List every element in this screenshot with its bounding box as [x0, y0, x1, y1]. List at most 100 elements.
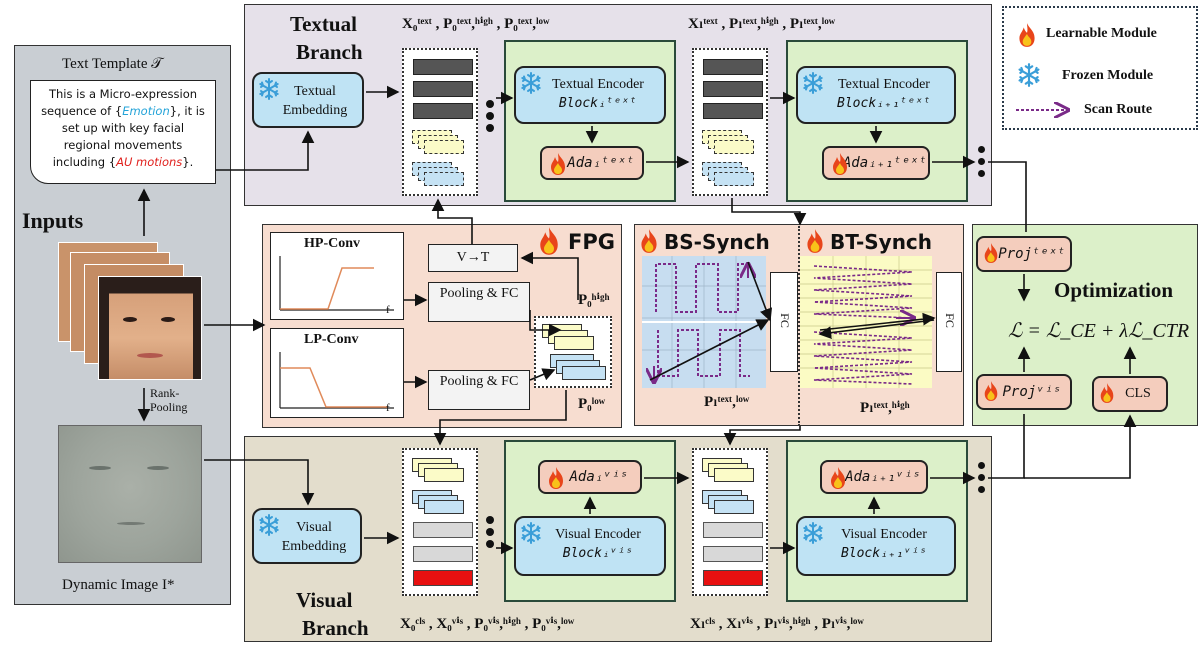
ellipsis-dots	[486, 100, 494, 134]
textual-block-i1-label: Blockᵢ₊₁ᵗᵉˣᵗ	[837, 96, 931, 111]
bs-p-text-low: Pₗᵗᵉˣᵗ,ˡᵒʷ	[704, 394, 750, 410]
snowflake-icon	[1016, 62, 1042, 88]
proj-text-box[interactable]: Projᵗᵉˣᵗ	[976, 236, 1072, 272]
face-eye-left	[123, 317, 137, 322]
pooling-fc-1-label: Pooling & FC	[439, 286, 519, 301]
lp-conv-label: LP-Conv	[304, 332, 359, 347]
prompt-high-stack	[412, 458, 472, 488]
prompt-low-stack	[702, 490, 762, 520]
textual-ada-i1[interactable]: Adaᵢ₊₁ᵗᵉˣᵗ	[822, 146, 930, 180]
visual-ada-i1-label: Adaᵢ₊₁ᵛⁱˢ	[845, 469, 921, 485]
snowflake-icon	[257, 77, 281, 101]
snowflake-icon	[519, 71, 543, 95]
legend-box	[1002, 6, 1198, 130]
visual-xl-label: Xₗᶜˡˢ , Xₗᵛⁱˢ , Pₗᵛⁱˢ,ʰⁱᵍʰ , Pₗᵛⁱˢ,ˡᵒʷ	[690, 616, 864, 632]
flame-icon	[982, 242, 1000, 264]
visual-embedding[interactable]: Visual Embedding	[252, 508, 362, 564]
template-emotion: Emotion	[122, 104, 170, 118]
dynamic-eye-right	[147, 466, 169, 470]
textual-ada-i1-label: Adaᵢ₊₁ᵗᵉˣᵗ	[842, 155, 928, 171]
text-token-bar	[413, 59, 473, 75]
legend-frozen: Frozen Module	[1062, 68, 1154, 83]
text-token-bar	[703, 81, 763, 97]
face-stack	[58, 242, 208, 387]
fc-right[interactable]: FC	[936, 272, 962, 372]
face-frame-front	[98, 276, 202, 380]
template-text-1: This is a Micro-expression sequence of {	[41, 87, 198, 118]
flame-icon	[830, 152, 850, 176]
visual-encoder-i1-label: Visual Encoder	[841, 527, 927, 542]
flame-icon	[536, 226, 562, 256]
fc-left[interactable]: FC	[770, 272, 798, 372]
visual-embedding-label: Visual Embedding	[281, 520, 347, 554]
dynamic-image-label: Dynamic Image I*	[62, 577, 175, 593]
textual-ada-i[interactable]: Adaᵢᵗᵉˣᵗ	[540, 146, 644, 180]
prompt-low-stack	[702, 162, 762, 192]
textual-xl-label: Xₗᵗᵉˣᵗ , Pₗᵗᵉˣᵗ,ʰⁱᵍʰ , Pₗᵗᵉˣᵗ,ˡᵒʷ	[688, 16, 836, 32]
vis-token-bar	[413, 522, 473, 538]
visual-encoder-i1[interactable]: Visual Encoder Blockᵢ₊₁ᵛⁱˢ	[796, 516, 956, 576]
snowflake-icon	[801, 71, 825, 95]
text-token-bar	[413, 81, 473, 97]
face-hair-left	[99, 277, 109, 379]
fpg-p-high: P₀ʰⁱᵍʰ	[578, 292, 610, 308]
textual-embedding-label: Textual Embedding	[282, 84, 348, 118]
synch-divider	[798, 226, 800, 426]
prompt-high-stack	[412, 130, 472, 160]
prompt-high-stack	[702, 130, 762, 160]
flame-icon	[638, 228, 660, 254]
fc-left-label: FC	[777, 313, 792, 328]
snowflake-icon	[257, 513, 281, 537]
ellipsis-dots	[486, 516, 494, 550]
pooling-fc-2[interactable]: Pooling & FC	[428, 370, 530, 410]
optimization-title: Optimization	[1054, 278, 1173, 302]
cls-box[interactable]: CLS	[1092, 376, 1168, 412]
visual-encoder-i-label: Visual Encoder	[555, 527, 641, 542]
v2t-box[interactable]: V→T	[428, 244, 518, 272]
ellipsis-dots	[978, 462, 988, 496]
visual-title-2: Branch	[302, 616, 369, 640]
legend-learnable: Learnable Module	[1046, 26, 1157, 41]
textual-x0-label: X₀ᵗᵉˣᵗ , P₀ᵗᵉˣᵗ,ʰⁱᵍʰ , P₀ᵗᵉˣᵗ,ˡᵒʷ	[402, 16, 550, 32]
flame-icon	[548, 152, 568, 176]
face-eye-right	[161, 317, 175, 322]
scan-route-legend-arrow	[1016, 102, 1074, 118]
textual-ada-i-label: Adaᵢᵗᵉˣᵗ	[567, 155, 635, 171]
flame-icon	[804, 228, 826, 254]
visual-ada-i[interactable]: Adaᵢᵛⁱˢ	[538, 460, 642, 494]
proj-text-label: Projᵗᵉˣᵗ	[998, 246, 1066, 262]
cls-token-bar	[703, 570, 763, 586]
textual-tokens-l	[692, 48, 768, 196]
flame-icon	[828, 466, 848, 490]
hp-conv-box	[270, 232, 404, 320]
rank-pooling-label: Rank-Pooling	[150, 386, 188, 414]
bt-scan-route	[800, 256, 932, 388]
visual-encoder-i[interactable]: Visual Encoder Blockᵢᵛⁱˢ	[514, 516, 666, 576]
visual-tokens-l	[692, 448, 768, 596]
textual-encoder-i1[interactable]: Textual Encoder Blockᵢ₊₁ᵗᵉˣᵗ	[796, 66, 956, 124]
hp-conv-label: HP-Conv	[304, 236, 360, 251]
proj-vis-box[interactable]: Projᵛⁱˢ	[976, 374, 1072, 410]
template-au: AU motions	[116, 155, 183, 169]
textual-encoder-i[interactable]: Textual Encoder Blockᵢᵗᵉˣᵗ	[514, 66, 666, 124]
vis-token-bar	[703, 522, 763, 538]
template-title: Text Template 𝒯	[62, 56, 163, 72]
dynamic-eye-left	[89, 466, 111, 470]
lp-filter-curve	[279, 352, 394, 409]
fc-right-label: FC	[942, 313, 957, 328]
vis-token-bar	[703, 546, 763, 562]
snowflake-icon	[519, 521, 543, 545]
text-template-card: This is a Micro-expression sequence of {…	[30, 80, 216, 184]
proj-vis-label: Projᵛⁱˢ	[1002, 384, 1062, 400]
text-token-bar	[703, 103, 763, 119]
bt-p-text-high: Pₗᵗᵉˣᵗ,ʰⁱᵍʰ	[860, 400, 910, 416]
visual-ada-i1[interactable]: Adaᵢ₊₁ᵛⁱˢ	[820, 460, 928, 494]
bs-scan-route	[642, 256, 766, 388]
flame-icon	[1098, 382, 1116, 404]
textual-block-i-label: Blockᵢᵗᵉˣᵗ	[558, 96, 638, 111]
pooling-fc-1[interactable]: Pooling & FC	[428, 282, 530, 322]
visual-block-i-label: Blockᵢᵛⁱˢ	[562, 546, 634, 561]
v2t-label: V→T	[456, 250, 490, 265]
bt-synch-title: BT-Synch	[830, 230, 933, 254]
textual-embedding[interactable]: Textual Embedding	[252, 72, 364, 128]
